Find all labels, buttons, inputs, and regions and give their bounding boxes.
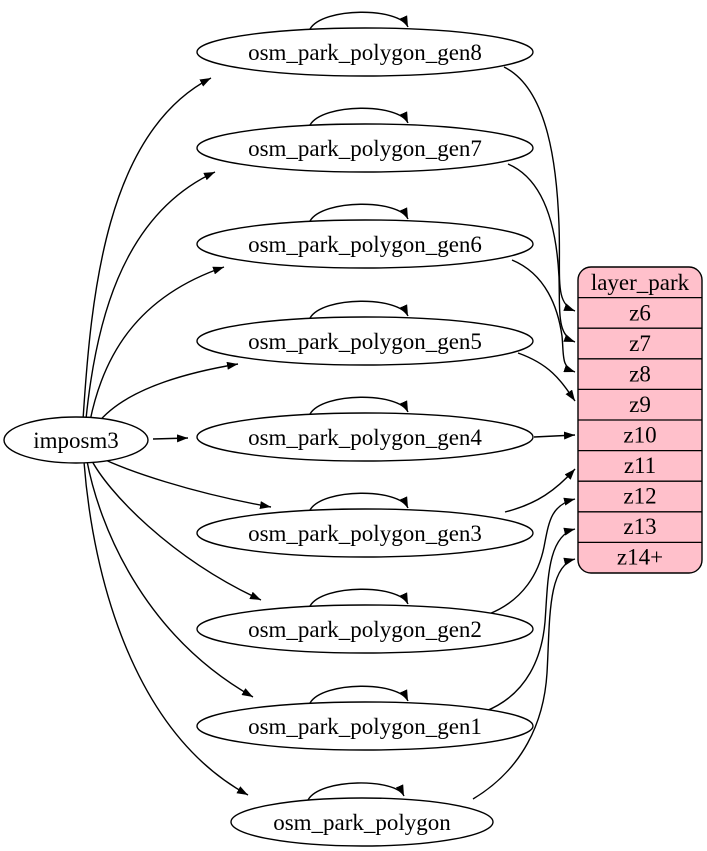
node-osm-park-polygon-gen8: osm_park_polygon_gen8 [196,27,534,77]
edge-imposm3-to-osm-park-polygon [83,461,249,796]
osm-park-polygon-label: osm_park_polygon [273,810,451,835]
self-loop-osm-park-polygon-gen2 [309,588,409,607]
edges-to-layer-park [472,66,576,800]
edge-imposm3-to-osm-park-polygon-gen2 [90,458,262,601]
osm-park-polygon-gen5-label: osm_park_polygon_gen5 [248,329,482,354]
osm-park-polygon-gen4-label: osm_park_polygon_gen4 [248,425,482,450]
self-loop-osm-park-polygon-gen7 [309,107,409,126]
node-osm-park-polygon-gen3: osm_park_polygon_gen3 [196,508,534,558]
edge-imposm3-to-osm-park-polygon-gen3 [96,455,272,510]
edges-from-imposm3 [82,77,272,796]
osm-park-polygon-gen1-label: osm_park_polygon_gen1 [248,714,482,739]
node-imposm3: imposm3 [3,416,149,464]
record-row-z14plus: z14+ [617,545,663,570]
edge-osm-park-polygon-gen4-to-z10 [533,431,576,440]
record-row-z8: z8 [629,362,651,387]
osm-park-polygon-ellipse [230,797,494,847]
osm-park-polygon-gen8-label: osm_park_polygon_gen8 [248,40,482,65]
edge-imposm3-to-osm-park-polygon-gen5 [96,361,239,425]
self-loop-edges [307,11,409,801]
edge-imposm3-to-osm-park-polygon-gen7 [85,171,216,420]
edge-osm-park-polygon-gen2-to-z12 [488,497,576,615]
record-row-z10: z10 [623,423,656,448]
record-row-z6: z6 [629,301,651,326]
self-loop-osm-park-polygon [307,782,405,801]
record-row-z9: z9 [629,392,651,417]
edge-osm-park-polygon-gen3-to-z11 [504,468,576,513]
edge-imposm3-to-osm-park-polygon-gen1 [86,460,254,698]
osm-park-polygon-gen6-ellipse [196,219,534,269]
self-loop-osm-park-polygon-gen4 [309,396,409,415]
record-row-z7: z7 [629,331,651,356]
osm-park-polygon-gen7-label: osm_park_polygon_gen7 [248,136,482,161]
record-row-z13: z13 [623,514,656,539]
osm-park-polygon-gen1-ellipse [196,701,534,751]
self-loop-osm-park-polygon-gen8 [309,11,409,30]
edge-osm-park-polygon-gen8-to-z6 [503,66,576,312]
edge-osm-park-polygon-gen6-to-z8 [511,259,576,373]
osm-park-polygon-gen4-ellipse [196,412,534,462]
record-row-z11: z11 [624,453,656,478]
imposm3-ellipse [3,416,149,464]
record-layer-park: layer_park z6 z7 z8 z9 z10 z11 z12 z13 z… [577,266,703,574]
node-osm-park-polygon-gen6: osm_park_polygon_gen6 [196,219,534,269]
osm-park-polygon-gen3-label: osm_park_polygon_gen3 [248,521,482,546]
osm-park-polygon-gen5-ellipse [196,316,534,366]
node-osm-park-polygon-gen2: osm_park_polygon_gen2 [196,604,534,654]
edge-osm-park-polygon-gen7-to-z7 [507,163,576,343]
edge-imposm3-to-osm-park-polygon-gen6 [89,266,225,422]
osm-park-polygon-gen2-ellipse [196,604,534,654]
record-row-z12: z12 [623,484,656,509]
self-loop-osm-park-polygon-gen6 [309,203,409,222]
osm-park-polygon-gen2-label: osm_park_polygon_gen2 [248,617,482,642]
imposm3-label: imposm3 [33,428,119,453]
node-osm-park-polygon-gen5: osm_park_polygon_gen5 [196,316,534,366]
layer-park-header: layer_park [591,270,690,295]
node-osm-park-polygon: osm_park_polygon [230,797,494,847]
self-loop-osm-park-polygon-gen1 [309,685,409,704]
edge-osm-park-polygon-to-z14plus [472,557,576,800]
node-osm-park-polygon-gen1: osm_park_polygon_gen1 [196,701,534,751]
edge-osm-park-polygon-gen1-to-z13 [485,527,576,712]
edge-imposm3-to-osm-park-polygon-gen8 [82,77,212,421]
self-loop-osm-park-polygon-gen3 [309,492,409,511]
self-loop-osm-park-polygon-gen5 [309,300,409,319]
edge-imposm3-to-osm-park-polygon-gen4 [152,434,189,443]
osm-park-polygon-gen7-ellipse [196,123,534,173]
node-osm-park-polygon-gen7: osm_park_polygon_gen7 [196,123,534,173]
osm-park-polygon-gen6-label: osm_park_polygon_gen6 [248,232,482,257]
node-osm-park-polygon-gen4: osm_park_polygon_gen4 [196,412,534,462]
osm-park-polygon-gen3-ellipse [196,508,534,558]
edge-osm-park-polygon-gen5-to-z9 [517,352,576,402]
osm-park-polygon-gen8-ellipse [196,27,534,77]
